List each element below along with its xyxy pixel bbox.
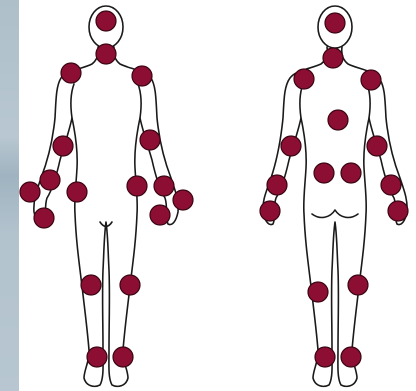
- front-right-inner-arm: [138, 84, 141, 118]
- front-marker-17: [87, 347, 107, 367]
- back-marker-12: [260, 201, 280, 221]
- front-marker-8: [40, 170, 60, 190]
- front-left-inner-arm: [71, 84, 74, 118]
- back-marker-13: [388, 201, 408, 221]
- back-marker-7: [367, 136, 387, 156]
- back-body-outline: [263, 47, 407, 386]
- back-marker-16: [315, 347, 335, 367]
- back-buttocks-line: [312, 210, 358, 217]
- front-marker-7: [20, 182, 40, 202]
- front-marker-4: [132, 66, 152, 86]
- back-marker-10: [267, 175, 287, 195]
- back-marker-17: [341, 347, 361, 367]
- front-marker-12: [173, 190, 193, 210]
- front-marker-13: [34, 208, 54, 228]
- front-marker-11: [154, 176, 174, 196]
- back-marker-14: [308, 282, 328, 302]
- back-marker-2: [323, 48, 343, 68]
- front-marker-16: [120, 275, 140, 295]
- front-marker-2: [96, 44, 116, 64]
- back-marker-6: [281, 136, 301, 156]
- front-marker-18: [113, 347, 133, 367]
- back-marker-4: [361, 70, 381, 90]
- front-marker-14: [150, 205, 170, 225]
- front-marker-15: [81, 275, 101, 295]
- front-marker-3: [61, 63, 81, 83]
- front-marker-9: [67, 182, 87, 202]
- back-marker-15: [348, 275, 368, 295]
- back-marker-9: [341, 163, 361, 183]
- front-marker-1: [96, 11, 116, 31]
- front-marker-10: [127, 176, 147, 196]
- back-marker-1: [325, 13, 345, 33]
- front-marker-5: [53, 136, 73, 156]
- back-marker-3: [294, 69, 314, 89]
- front-marker-6: [140, 130, 160, 150]
- back-marker-11: [381, 175, 401, 195]
- back-marker-8: [314, 163, 334, 183]
- back-marker-5: [328, 110, 348, 130]
